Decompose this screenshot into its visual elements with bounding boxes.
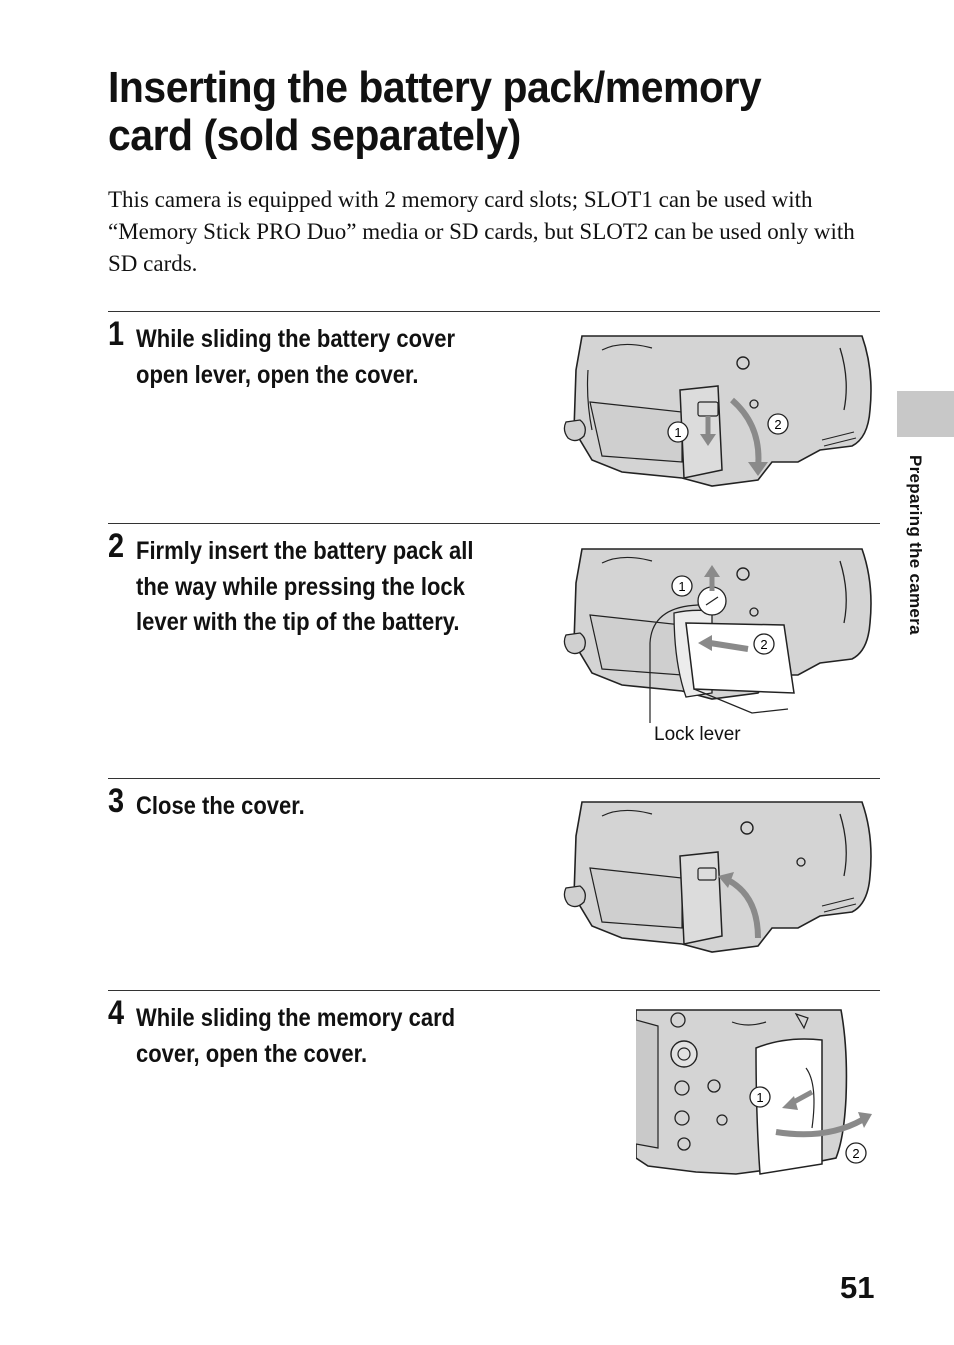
step-number: 4 — [108, 994, 125, 1032]
step-instruction: Firmly insert the battery pack all the w… — [136, 537, 474, 636]
divider — [108, 523, 880, 524]
illustration-close-cover — [562, 796, 877, 956]
step-instruction: Close the cover. — [136, 792, 305, 820]
svg-text:2: 2 — [852, 1146, 859, 1161]
step-number: 3 — [108, 782, 125, 820]
step-number: 2 — [108, 527, 125, 565]
step-instruction: While sliding the memory card cover, ope… — [136, 1004, 456, 1068]
intro-paragraph: This camera is equipped with 2 memory ca… — [108, 187, 855, 276]
svg-text:1: 1 — [756, 1090, 763, 1105]
section-tab — [897, 391, 954, 437]
svg-text:1: 1 — [674, 425, 681, 440]
page-title: Inserting the battery pack/memory card (… — [108, 63, 762, 160]
section-label: Preparing the camera — [906, 455, 925, 635]
illustration-open-battery-cover: 1 2 — [562, 330, 877, 490]
step-instruction: While sliding the battery cover open lev… — [136, 325, 456, 389]
illustration-insert-battery: 1 2 — [562, 543, 877, 723]
svg-text:2: 2 — [760, 637, 767, 652]
page-number: 51 — [840, 1270, 875, 1305]
svg-text:2: 2 — [774, 417, 781, 432]
divider — [108, 990, 880, 991]
illustration-open-memory-card-cover: 1 2 — [636, 1008, 876, 1178]
divider — [108, 311, 880, 312]
divider — [108, 778, 880, 779]
step-number: 1 — [108, 315, 125, 353]
svg-text:1: 1 — [678, 579, 685, 594]
lock-lever-callout: Lock lever — [654, 724, 741, 745]
